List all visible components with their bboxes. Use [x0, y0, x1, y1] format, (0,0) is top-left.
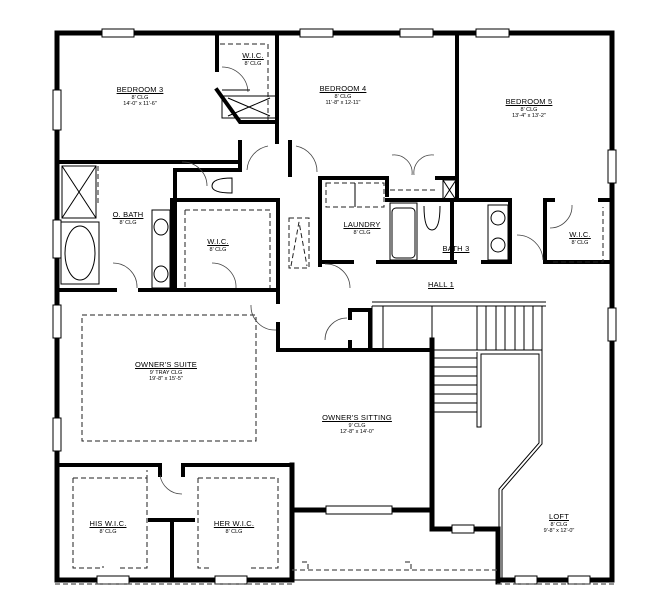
room-label-wic-bedroom-5: W.I.C. 8' CLG	[569, 230, 591, 246]
room-label-bedroom-5: BEDROOM 5 8' CLG 13'-4" x 13'-2"	[505, 97, 553, 119]
room-label-wic-owners: W.I.C. 8' CLG	[207, 237, 229, 253]
room-label-wic-bedroom-3: W.I.C. 8' CLG	[242, 51, 264, 67]
room-label-her-wic: HER W.I.C. 8' CLG	[213, 519, 255, 535]
room-label-bedroom-3: BEDROOM 3 8' CLG 14'-0" x 11'-6"	[116, 85, 164, 107]
room-label-loft: LOFT 8' CLG 9'-8" x 12'-0"	[543, 512, 575, 534]
room-label-owners-bath: O. BATH 8' CLG	[112, 210, 144, 226]
room-label-hall-1: HALL 1	[428, 280, 454, 289]
staircase	[371, 301, 546, 578]
room-label-bath-3: BATH 3	[442, 244, 470, 253]
fixtures	[60, 95, 509, 289]
room-label-laundry: LAUNDRY 8' CLG	[343, 220, 381, 236]
doors	[112, 66, 573, 495]
room-label-bedroom-4: BEDROOM 4 8' CLG 11'-8" x 12-11"	[319, 84, 367, 106]
windows	[52, 28, 617, 585]
interior-walls	[55, 31, 614, 580]
room-label-his-wic: HIS W.I.C. 8' CLG	[89, 519, 127, 535]
dashed-outlines	[55, 43, 614, 585]
room-label-owners-suite: OWNER'S SUITE 9' TRAY CLG 19'-8" x 15'-5…	[135, 360, 197, 382]
room-label-owners-sitting: OWNER'S SITTING 9' CLG 12'-8" x 14'-0"	[322, 413, 392, 435]
